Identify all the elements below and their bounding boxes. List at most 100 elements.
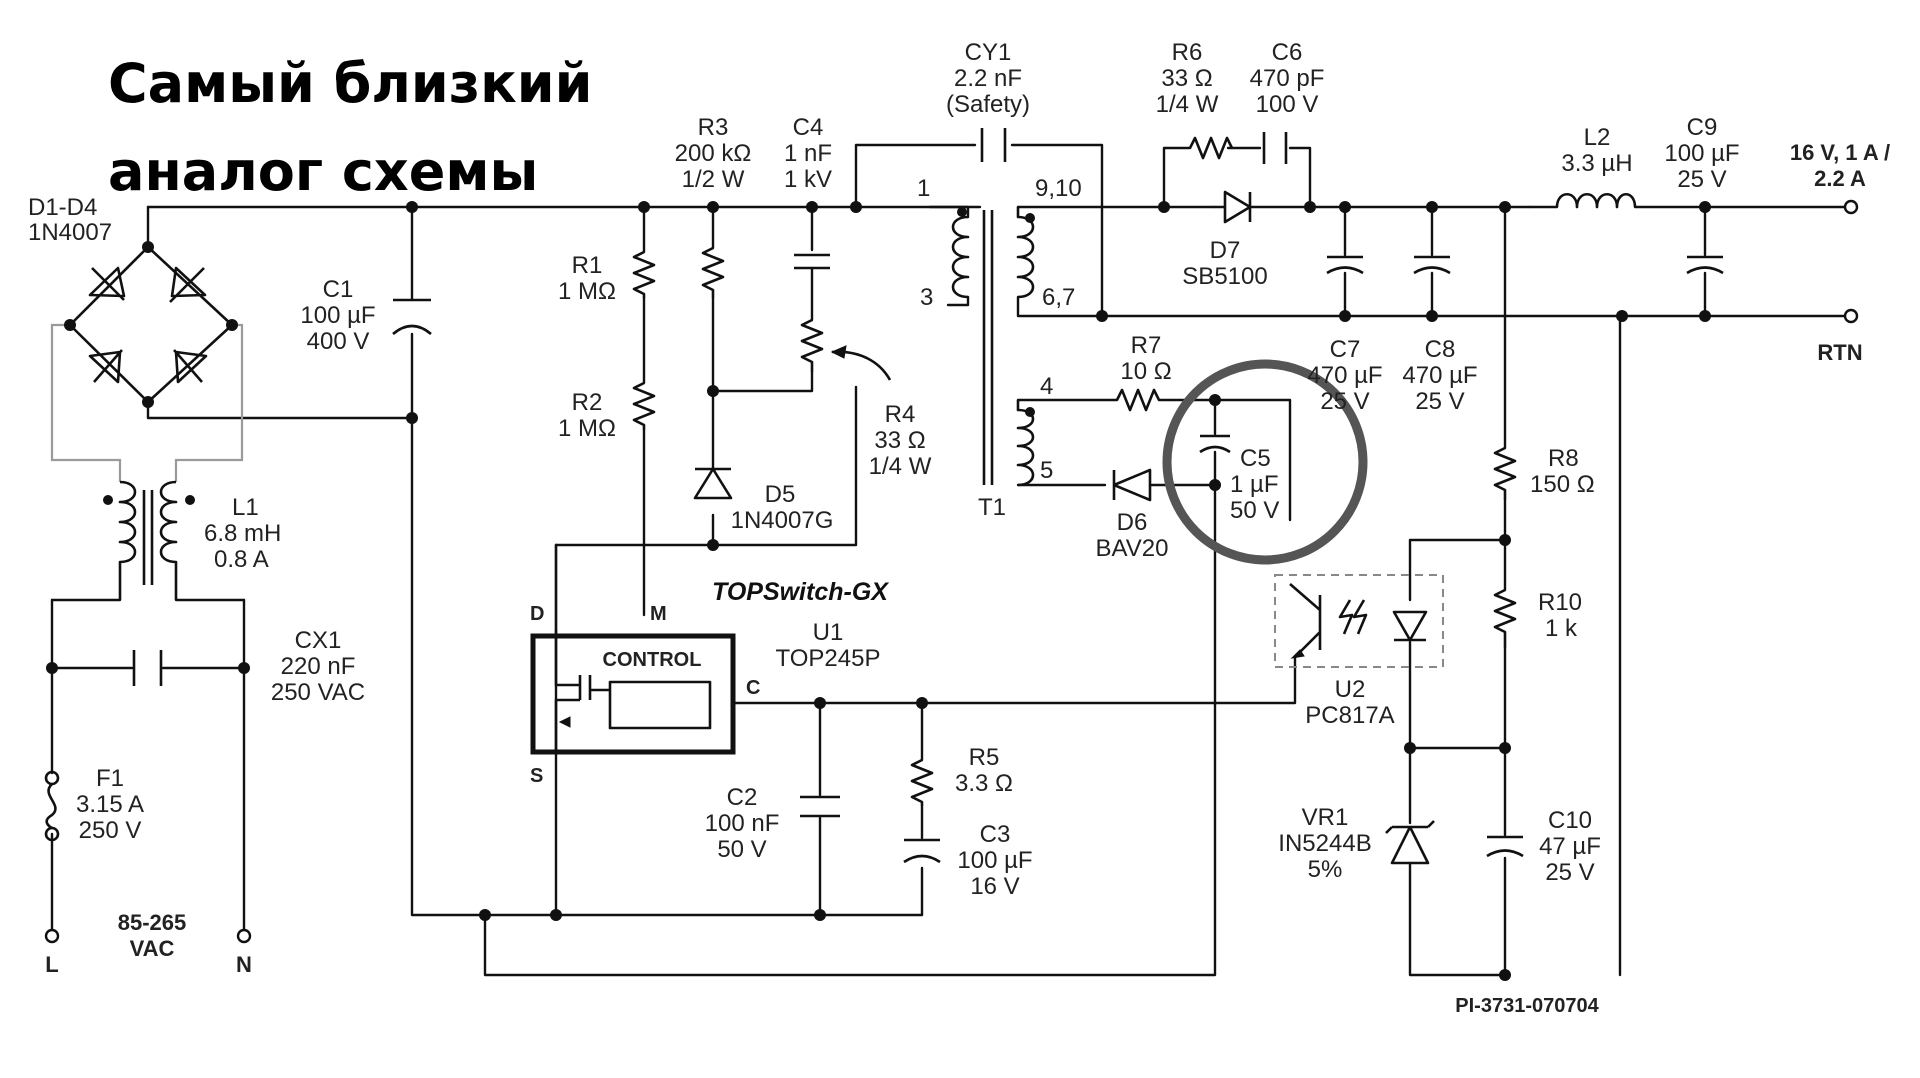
c10-symbol (1486, 835, 1524, 858)
c7-label: C7 (1330, 336, 1361, 363)
c7-voltage: 25 V (1320, 388, 1369, 415)
r4-power: 1/4 W (869, 453, 932, 480)
r2-value: 1 MΩ (558, 415, 616, 442)
drawing-id-label: PI-3731-070704 (1455, 995, 1599, 1017)
pin-5-label: 5 (1040, 457, 1053, 484)
r7-label: R7 (1131, 332, 1162, 359)
c5-label: C5 (1240, 445, 1271, 472)
u2-value: PC817A (1305, 702, 1394, 729)
vr1-label: VR1 (1302, 804, 1349, 831)
pin-910-label: 9,10 (1035, 175, 1082, 202)
d5-symbol (693, 467, 733, 500)
title-line-1: Самый близкий (108, 52, 592, 115)
c10-value: 47 µF (1539, 833, 1601, 860)
cy1-symbol (980, 128, 1007, 162)
r5-value: 3.3 Ω (955, 770, 1013, 797)
pin-s-label: S (530, 765, 543, 787)
title-line-2: аналог схемы (108, 140, 538, 203)
r8-label: R8 (1548, 445, 1579, 472)
l1-symbol (103, 480, 195, 600)
u2-label: U2 (1335, 676, 1366, 703)
d1d4-label: D1-D4 (28, 194, 97, 221)
c9-label: C9 (1687, 114, 1718, 141)
highlight-circle (1162, 359, 1368, 565)
input-terminals (44, 928, 252, 944)
d6-value: BAV20 (1096, 535, 1169, 562)
c3-label: C3 (980, 821, 1011, 848)
c6-value: 470 pF (1250, 65, 1325, 92)
component-labels: D1-D4 1N4007 C1 100 µF 400 V L1 6.8 mH 0… (28, 39, 1740, 977)
c5-symbol (1199, 434, 1231, 454)
c4-symbol (794, 253, 830, 270)
t1-label: T1 (978, 494, 1006, 521)
transformer-pin-labels: 1 3 9,10 6,7 4 5 (917, 175, 1082, 484)
overlay-title: Самый близкий аналог схемы (108, 52, 592, 203)
r2-symbol (632, 381, 656, 430)
c1-value: 100 µF (300, 302, 375, 329)
r3-power: 1/2 W (682, 166, 745, 193)
c9-value: 100 µF (1664, 140, 1739, 167)
pin-d-label: D (530, 603, 544, 625)
c2-voltage: 50 V (717, 836, 766, 863)
c8-voltage: 25 V (1415, 388, 1464, 415)
l1-label: L1 (232, 494, 259, 521)
output-terminals (1843, 199, 1859, 324)
t1-symbol (951, 207, 1035, 487)
r5-symbol (910, 758, 934, 806)
pin-m-label: M (650, 603, 667, 625)
input-wires-gray (50, 323, 244, 482)
resistor-symbols (632, 136, 1517, 806)
l2-symbol (1555, 192, 1637, 209)
output-voltage-line-2: 2.2 A (1814, 166, 1866, 191)
c10-label: C10 (1548, 807, 1592, 834)
c4-value: 1 nF (784, 140, 832, 167)
vr1-value: IN5244B (1278, 830, 1371, 857)
c1-voltage: 400 V (307, 328, 370, 355)
pin-67-label: 6,7 (1042, 284, 1075, 311)
pin-c-label: C (746, 677, 760, 699)
c5-voltage: 50 V (1230, 497, 1279, 524)
c4-label: C4 (793, 114, 824, 141)
cx1-label: CX1 (295, 627, 342, 654)
c1-symbol (392, 298, 432, 336)
d6-label: D6 (1117, 509, 1148, 536)
c10-voltage: 25 V (1545, 859, 1594, 886)
c2-value: 100 nF (705, 810, 780, 837)
r2-label: R2 (572, 389, 603, 416)
c3-voltage: 16 V (970, 873, 1019, 900)
r7-value: 10 Ω (1120, 358, 1171, 385)
r8-value: 150 Ω (1530, 471, 1595, 498)
d6-symbol (1112, 468, 1152, 502)
r6-power: 1/4 W (1156, 91, 1219, 118)
c2-symbol (800, 795, 840, 818)
r6-value: 33 Ω (1161, 65, 1212, 92)
topswitch-family-label: TOPSwitch-GX (712, 578, 889, 606)
d5-label: D5 (765, 481, 796, 508)
r4-symbol (800, 318, 824, 372)
cy1-value: 2.2 nF (954, 65, 1022, 92)
c1-label: C1 (323, 276, 354, 303)
vr1-tolerance: 5% (1308, 856, 1343, 883)
l1-value: 6.8 mH (204, 520, 281, 547)
pin-4-label: 4 (1040, 373, 1053, 400)
c6-label: C6 (1272, 39, 1303, 66)
r10-value: 1 k (1545, 615, 1578, 642)
r6-symbol (1188, 136, 1234, 160)
output-return-label: RTN (1817, 340, 1862, 365)
r10-label: R10 (1538, 589, 1582, 616)
d1d4-value: 1N4007 (28, 219, 112, 246)
terminal-l-label: L (45, 952, 58, 977)
input-range-2: VAC (130, 936, 175, 961)
r3-value: 200 kΩ (675, 140, 752, 167)
diode-symbols (693, 190, 1435, 865)
c7-value: 470 µF (1307, 362, 1382, 389)
c8-label: C8 (1425, 336, 1456, 363)
l1-current: 0.8 A (214, 546, 269, 573)
r4-value: 33 Ω (874, 427, 925, 454)
r7-symbol (1115, 388, 1170, 412)
c5-value: 1 µF (1230, 471, 1279, 498)
l2-value: 3.3 µH (1561, 150, 1632, 177)
c9-voltage: 25 V (1677, 166, 1726, 193)
